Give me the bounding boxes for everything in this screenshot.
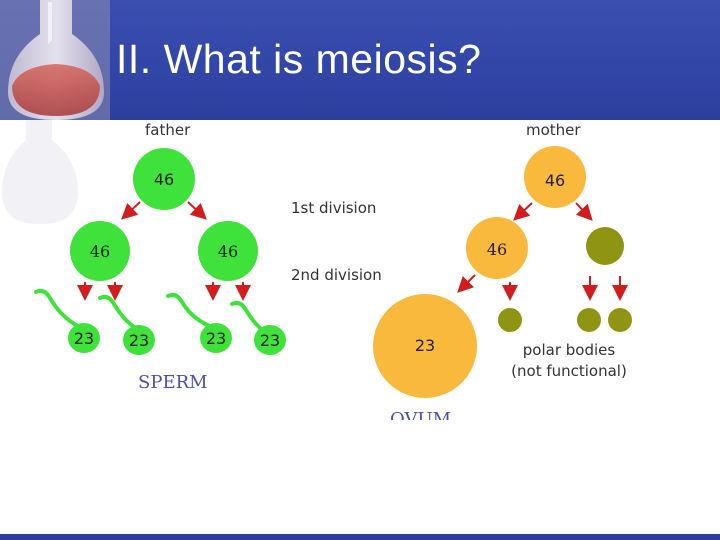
father-daughter-cell xyxy=(198,221,258,281)
sperm-count: 23 xyxy=(129,331,149,350)
flask-icon xyxy=(0,0,110,120)
flask-shadow-decoration xyxy=(2,120,78,224)
footer-bar xyxy=(0,534,720,540)
polar-body xyxy=(577,308,601,332)
father-daughter-count: 46 xyxy=(218,242,238,261)
arrow xyxy=(121,201,141,220)
arrow xyxy=(187,201,207,220)
ovum-cell xyxy=(373,294,477,398)
polar-bodies-sublabel: (not functional) xyxy=(511,362,627,380)
mother-daughter-count: 46 xyxy=(487,240,507,259)
mother-daughter-cell xyxy=(466,217,528,279)
polar-bodies-label: polar bodies xyxy=(523,341,616,359)
polar-body xyxy=(586,227,624,265)
slide-title: II. What is meiosis? xyxy=(116,36,482,82)
father-label: father xyxy=(145,121,191,139)
sperm-cell: 23 xyxy=(166,292,232,353)
sperm-label: SPERM xyxy=(138,372,208,393)
title-bar: II. What is meiosis? xyxy=(0,0,720,120)
arrow xyxy=(513,202,533,221)
mother-cell-count: 46 xyxy=(545,171,565,190)
second-division-label: 2nd division xyxy=(291,266,382,284)
first-division-label: 1st division xyxy=(291,199,376,217)
sperm-count: 23 xyxy=(206,329,226,348)
father-cell-count: 46 xyxy=(154,170,174,189)
sperm-count: 23 xyxy=(74,329,94,348)
sperm-cell: 23 xyxy=(230,300,286,355)
ovum-label: OVUM xyxy=(390,409,451,420)
arrow xyxy=(457,274,476,293)
mother-cell xyxy=(524,146,586,208)
sperm-cell: 23 xyxy=(98,294,155,355)
sperm-cell: 23 xyxy=(34,288,100,353)
father-daughter-cell xyxy=(70,221,130,281)
father-daughter-count: 46 xyxy=(90,242,110,261)
arrow xyxy=(575,202,593,221)
polar-body xyxy=(608,308,632,332)
father-cell xyxy=(133,148,195,210)
mother-label: mother xyxy=(526,121,581,139)
sperm-count: 23 xyxy=(260,331,280,350)
polar-body xyxy=(498,308,522,332)
meiosis-diagram: father mother 1st division 2nd division … xyxy=(34,121,632,420)
ovum-count: 23 xyxy=(415,336,435,355)
